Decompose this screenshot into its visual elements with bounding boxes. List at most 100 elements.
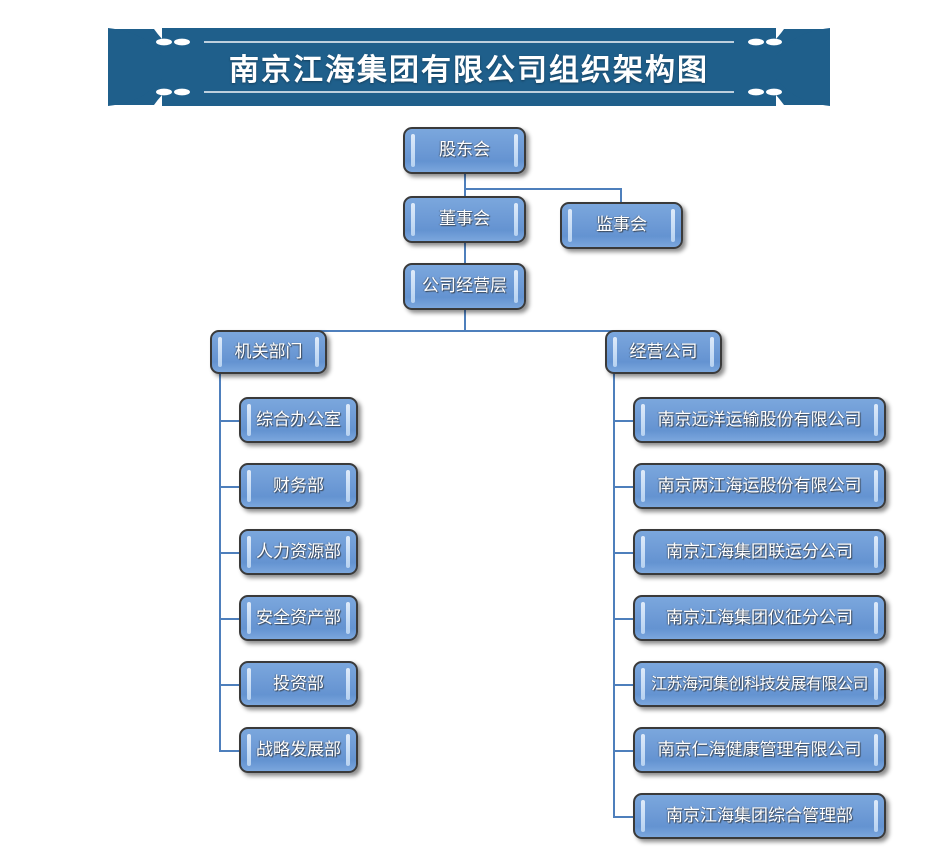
node-admin-department[interactable]: 投资部 [239,661,358,707]
accent-bar-right [874,668,878,700]
accent-bar-right [874,602,878,634]
connector-board-to-management [464,243,466,271]
accent-bar-left [411,203,415,236]
node-branch-operating[interactable]: 经营公司 [605,330,722,374]
node-label: 股东会 [439,140,490,160]
connector-operating-stub [613,618,634,620]
node-operating-company[interactable]: 南京远洋运输股份有限公司 [633,397,886,443]
connector-admin-stub [219,618,240,620]
connector-operating-stub [613,552,634,554]
accent-bar-left [641,734,645,766]
node-label: 南京两江海运股份有限公司 [657,475,862,496]
accent-bar-left [247,668,251,700]
connector-operating-stub [613,420,634,422]
node-branch-admin[interactable]: 机关部门 [210,330,327,374]
accent-bar-left [411,270,415,303]
node-operating-company[interactable]: 南京两江海运股份有限公司 [633,463,886,509]
node-label: 南京远洋运输股份有限公司 [657,409,862,430]
node-label: 投资部 [273,673,324,694]
title-banner: 南京江海集团有限公司组织架构图 [108,25,830,109]
accent-bar-left [247,470,251,502]
connector-operating-stub [613,750,634,752]
connector-operating-stub [613,816,634,818]
node-management[interactable]: 公司经营层 [403,263,526,310]
accent-bar-right [346,602,350,634]
accent-bar-right [874,470,878,502]
accent-bar-right [346,470,350,502]
node-shareholders[interactable]: 股东会 [403,127,526,174]
accent-bar-right [346,668,350,700]
connector-operating-stub [613,486,634,488]
node-label: 财务部 [273,475,324,496]
node-board-of-directors[interactable]: 董事会 [403,196,526,243]
node-label: 南京江海集团仪征分公司 [666,607,853,628]
accent-bar-right [874,800,878,832]
node-label: 董事会 [439,209,490,229]
connector-admin-stub [219,750,240,752]
node-label: 人力资源部 [256,541,341,562]
accent-bar-left [247,404,251,436]
node-label: 江苏海河集创科技发展有限公司 [650,674,869,693]
connector-management-down [464,310,466,332]
accent-bar-left [247,602,251,634]
node-operating-company[interactable]: 南京江海集团综合管理部 [633,793,886,839]
banner-plaque-shape [108,28,830,106]
accent-bar-left [641,404,645,436]
accent-bar-left [641,800,645,832]
node-admin-department[interactable]: 财务部 [239,463,358,509]
accent-bar-left [247,536,251,568]
accent-bar-right [514,270,518,303]
node-admin-department[interactable]: 人力资源部 [239,529,358,575]
node-label: 监事会 [596,215,647,235]
accent-bar-right [346,536,350,568]
connector-shareholders-to-supervisors-v [620,188,622,202]
accent-bar-right [346,404,350,436]
accent-bar-right [514,203,518,236]
accent-bar-left [411,134,415,167]
connector-operating-spine [613,372,615,818]
accent-bar-left [641,536,645,568]
node-label: 南京江海集团综合管理部 [666,805,853,826]
node-admin-department[interactable]: 综合办公室 [239,397,358,443]
accent-bar-right [671,209,675,242]
connector-admin-stub [219,684,240,686]
node-label: 综合办公室 [256,409,341,430]
node-admin-department[interactable]: 战略发展部 [239,727,358,773]
node-label: 公司经营层 [422,276,507,296]
node-label: 南京江海集团联运分公司 [666,541,853,562]
node-label: 南京仁海健康管理有限公司 [657,739,862,760]
node-operating-company[interactable]: 南京仁海健康管理有限公司 [633,727,886,773]
node-label: 机关部门 [234,341,303,362]
accent-bar-right [710,337,714,367]
connector-management-split-h [268,330,666,332]
connector-shareholders-to-supervisors-h [464,188,622,190]
accent-bar-left [568,209,572,242]
accent-bar-left [218,337,222,367]
node-label: 安全资产部 [256,607,341,628]
connector-admin-spine [219,372,221,752]
accent-bar-right [514,134,518,167]
accent-bar-left [247,734,251,766]
node-admin-department[interactable]: 安全资产部 [239,595,358,641]
accent-bar-right [874,734,878,766]
accent-bar-left [613,337,617,367]
node-operating-company[interactable]: 江苏海河集创科技发展有限公司 [633,661,886,707]
node-label: 经营公司 [629,341,698,362]
connector-shareholders-to-board [464,174,466,206]
connector-admin-stub [219,486,240,488]
connector-operating-stub [613,684,634,686]
accent-bar-right [874,404,878,436]
node-board-of-supervisors[interactable]: 监事会 [560,202,683,249]
accent-bar-left [641,668,645,700]
chart-title: 南京江海集团有限公司组织架构图 [229,53,709,88]
accent-bar-right [874,536,878,568]
connector-admin-stub [219,420,240,422]
node-label: 战略发展部 [256,739,341,760]
accent-bar-left [641,602,645,634]
node-operating-company[interactable]: 南京江海集团联运分公司 [633,529,886,575]
accent-bar-left [641,470,645,502]
accent-bar-right [346,734,350,766]
connector-admin-stub [219,552,240,554]
node-operating-company[interactable]: 南京江海集团仪征分公司 [633,595,886,641]
